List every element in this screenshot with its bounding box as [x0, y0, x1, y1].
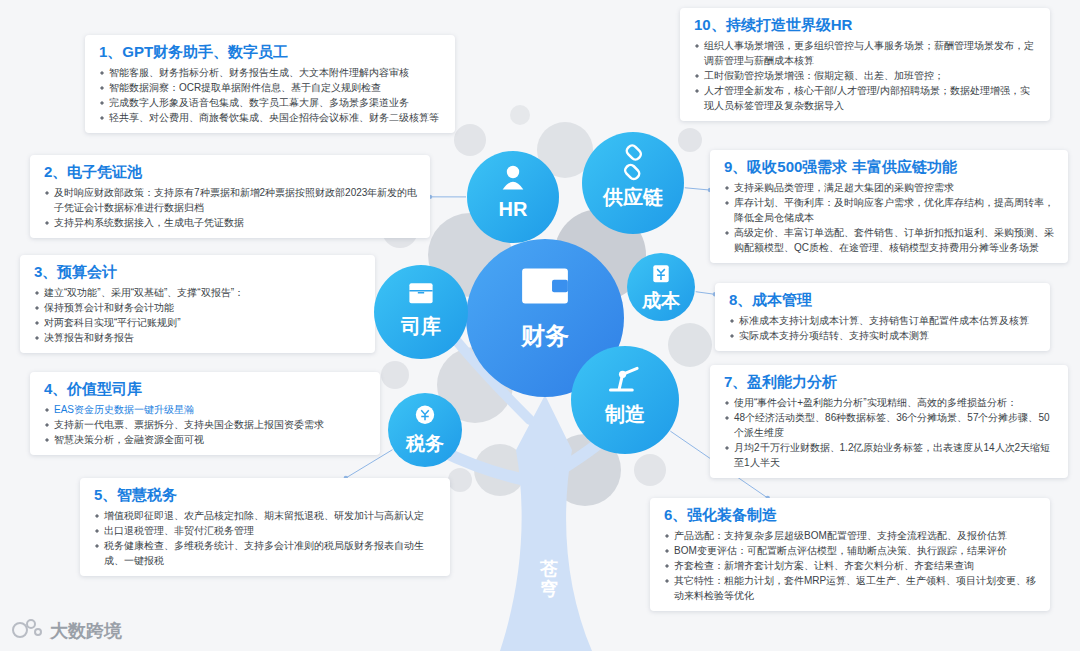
bullet-text: 增值税即征即退、农产品核定扣除、期末留抵退税、研发加计与高新认定	[94, 508, 438, 523]
bullet-text: 决算报告和财务报告	[34, 330, 363, 345]
bullet-text: EAS资金历史数据一键升级星瀚	[44, 402, 368, 417]
feature-panel: 9、吸收500强需求 丰富供应链功能支持采购品类管理，满足超大集团的采购管控需求…	[710, 150, 1068, 263]
bullet-text: 产品选配：支持复杂多层超级BOM配置管理、支持全流程选配、及报价估算	[664, 528, 1038, 543]
bullet-text: 48个经济活动类型、86种数据标签、36个分摊场景、57个分摊步骤、50个派生维…	[724, 410, 1056, 440]
panel-heading: 9、吸收500强需求 丰富供应链功能	[724, 156, 1056, 178]
panel-heading: 1、GPT财务助手、数字员工	[99, 41, 443, 63]
trunk-label: 苍穹	[540, 560, 558, 600]
icon	[416, 406, 434, 424]
circle-fill	[571, 346, 679, 454]
bullet-text: 轻共享、对公费用、商旅餐饮集成、央国企招待会议标准、财务二级核算等	[99, 110, 443, 125]
feature-panel: 5、智慧税务增值税即征即退、农产品核定扣除、期末留抵退税、研发加计与高新认定出口…	[80, 478, 450, 576]
circle-shape	[626, 252, 696, 322]
module-circle: 司库	[373, 264, 469, 360]
circle-shape	[387, 392, 463, 468]
icon	[623, 144, 642, 181]
feature-panel: 8、成本管理标准成本支持计划成本计算、支持销售订单配置件成本估算及核算实际成本支…	[715, 283, 1050, 351]
circle-label: 制造	[570, 401, 680, 428]
module-circle: HR	[466, 150, 560, 244]
feature-panel: 4、价值型司库 EAS资金历史数据一键升级星瀚支持新一代电票、票据拆分、支持央国企…	[30, 372, 380, 455]
leader-line	[430, 196, 466, 197]
circle-fill	[627, 253, 695, 321]
bullet-text: 其它特性：粗能力计划，套件MRP运算、返工生产、生产领料、项目计划变更、移动来料…	[664, 573, 1038, 603]
watermark: 大数跨境	[50, 619, 122, 643]
bullet-text: 月均2千万行业财数据、1.2亿原始业务标签，出表速度从14人次2天缩短至1人半天	[724, 440, 1056, 470]
bullet-text: 支持新一代电票、票据拆分、支持央国企数据上报国资委需求	[44, 417, 368, 432]
bullet-text: 齐套检查：新增齐套计划方案、让料、齐套欠料分析、齐套结果查询	[664, 558, 1038, 573]
module-circle: 制造	[570, 345, 680, 455]
module-circle: 税务	[387, 392, 463, 468]
leader-connector	[696, 292, 718, 297]
bullet-text: 建立“双功能”、采用“双基础”、支撑“双报告”：	[34, 285, 363, 300]
bullet-text: 对两套科目实现“平行记账规则”	[34, 315, 363, 330]
panel-heading: 10、持续打造世界级HR	[694, 14, 1038, 36]
bullet-text: 使用“事件会计+盈利能力分析”实现精细、高效的多维损益分析：	[724, 395, 1056, 410]
panel-heading: 4、价值型司库	[44, 378, 368, 400]
bullet-text: 高级定价、丰富订单选配、套件销售、订单折扣抵扣返利、采购预测、采购配额模型、QC…	[724, 225, 1056, 255]
feature-panel: 7、盈利能力分析使用“事件会计+盈利能力分析”实现精细、高效的多维损益分析：48…	[710, 365, 1068, 478]
bullet-text: 智慧决策分析，金融资源全面可视	[44, 432, 368, 447]
leader-connector	[428, 195, 466, 199]
circle-shape	[570, 345, 680, 455]
bullet-text: 实际成本支持分项结转、支持实时成本测算	[729, 328, 1038, 343]
icon	[503, 166, 524, 190]
bullet-text: 出口退税管理、非贸付汇税务管理	[94, 523, 438, 538]
circle-label: 成本	[626, 288, 696, 314]
circle-label: 财务	[465, 320, 625, 352]
feature-panel: 2、电子凭证池及时响应财政部政策：支持原有7种票据和新增2种票据按照财政部202…	[30, 155, 430, 238]
icon	[522, 268, 568, 303]
bullet-text: 税务健康检查、多维税务统计、支持多会计准则的税局版财务报表自动生成、一键报税	[94, 538, 438, 568]
panel-heading: 3、预算会计	[34, 261, 363, 283]
watermark-logo	[13, 620, 41, 637]
bullet-text: 库存计划、平衡利库：及时响应客户需求，优化库存结构，提高周转率，降低全局仓储成本	[724, 195, 1056, 225]
bullet-text: 支持采购品类管理，满足超大集团的采购管控需求	[724, 180, 1056, 195]
icon	[653, 265, 668, 282]
circle-fill	[374, 265, 468, 359]
bullet-text: 智能客服、财务指标分析、财务报告生成、大文本附件理解内容审核	[99, 65, 443, 80]
bullet-text: 标准成本支持计划成本计算、支持销售订单配置件成本估算及核算	[729, 313, 1038, 328]
circle-label: HR	[466, 198, 560, 221]
bullet-text: 完成数字人形象及语音包集成、数字员工幕大屏、多场景多渠道业务	[99, 95, 443, 110]
panel-heading: 8、成本管理	[729, 289, 1038, 311]
panel-heading: 7、盈利能力分析	[724, 371, 1056, 393]
circle-shape	[373, 264, 469, 360]
bullet-text: 组织人事场景增强，更多组织管控与人事服务场景；薪酬管理场景发布，定调薪管理与薪酬…	[694, 38, 1038, 68]
bullet-text: BOM变更评估：可配置断点评估模型，辅助断点决策、执行跟踪，结果评价	[664, 543, 1038, 558]
bullet-text: 支持异构系统数据接入，生成电子凭证数据	[44, 215, 418, 230]
feature-panel: 1、GPT财务助手、数字员工智能客服、财务指标分析、财务报告生成、大文本附件理解…	[85, 35, 455, 133]
panel-heading: 6、强化装备制造	[664, 504, 1038, 526]
module-circle: 供应链	[581, 131, 685, 235]
circle-fill	[388, 393, 462, 467]
circle-label: 供应链	[581, 184, 685, 211]
circle-fill	[467, 151, 559, 243]
module-circle: 成本	[626, 252, 696, 322]
feature-panel: 6、强化装备制造产品选配：支持复杂多层超级BOM配置管理、支持全流程选配、及报价…	[650, 498, 1050, 611]
circle-fill	[582, 132, 684, 234]
leader-connector	[685, 188, 712, 193]
feature-panel: 10、持续打造世界级HR组织人事场景增强，更多组织管控与人事服务场景；薪酬管理场…	[680, 8, 1050, 121]
bullet-text: 及时响应财政部政策：支持原有7种票据和新增2种票据按照财政部2023年新发的电子…	[44, 185, 418, 215]
circle-label: 司库	[373, 313, 469, 340]
leader-line	[696, 292, 715, 295]
circle-shape	[581, 131, 685, 235]
icon	[610, 368, 637, 390]
icon	[409, 283, 432, 303]
bullet-text: 工时假勤管控场景增强：假期定额、出差、加班管控；	[694, 68, 1038, 83]
panel-heading: 5、智慧税务	[94, 484, 438, 506]
circle-shape	[466, 150, 560, 244]
circle-label: 税务	[387, 431, 463, 457]
leader-line	[685, 188, 710, 190]
bullet-text: 保持预算会计和财务会计功能	[34, 300, 363, 315]
panel-heading: 2、电子凭证池	[44, 161, 418, 183]
feature-panel: 3、预算会计建立“双功能”、采用“双基础”、支撑“双报告”：保持预算会计和财务会…	[20, 255, 375, 353]
bullet-text: 人才管理全新发布，核心干部/人才管理/内部招聘场景；数据处理增强，实现人员标签管…	[694, 83, 1038, 113]
bullet-text: 智能数据洞察：OCR提取单据附件信息、基于自定义规则检查	[99, 80, 443, 95]
